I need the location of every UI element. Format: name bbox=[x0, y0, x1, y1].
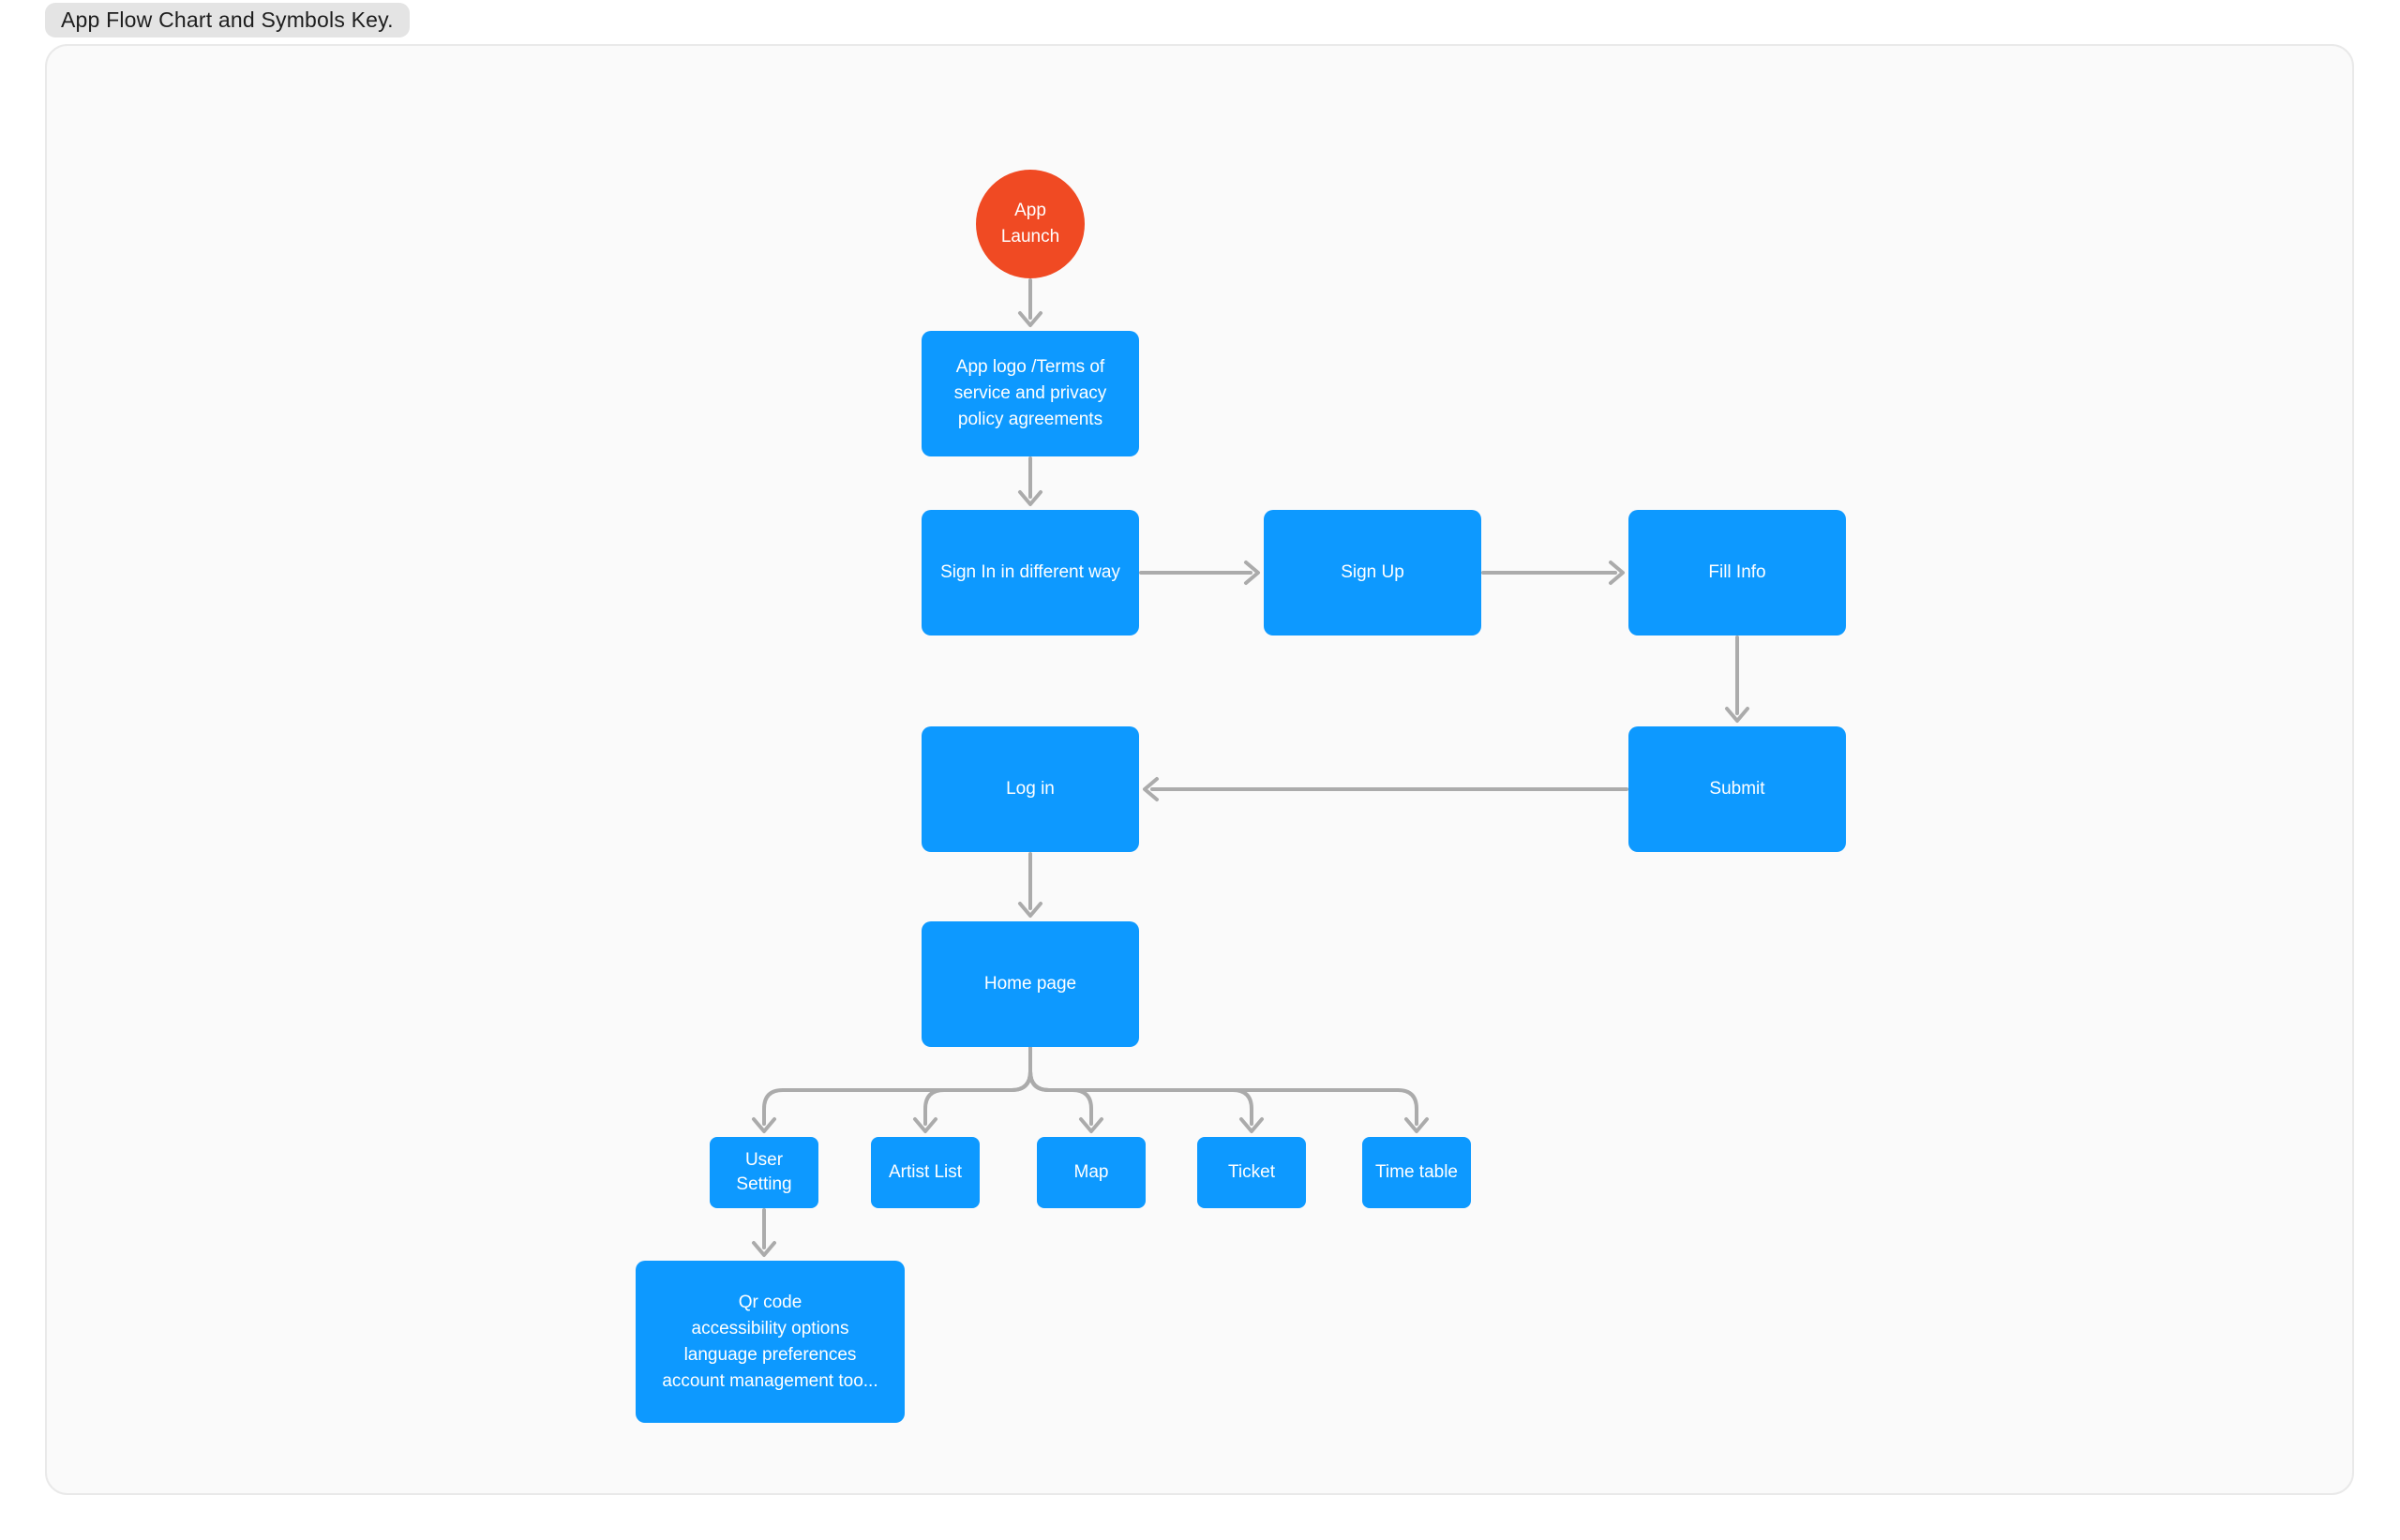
node-label: Home page bbox=[983, 974, 1077, 994]
connector-line bbox=[1028, 1045, 1253, 1126]
connector-arrowhead-icon bbox=[752, 1241, 776, 1257]
connector-signup-to-fillinfo[interactable] bbox=[1481, 561, 1625, 585]
connector-submit-to-login[interactable] bbox=[1143, 777, 1628, 801]
connector-arrowhead-icon bbox=[1079, 1117, 1103, 1133]
connector-usersetting-to-qr[interactable] bbox=[752, 1208, 776, 1257]
node-label: Fill Info bbox=[1708, 562, 1766, 582]
connector-arrowhead-icon bbox=[1018, 490, 1042, 506]
connector-launch-to-logo[interactable] bbox=[1018, 278, 1042, 327]
node-label: Time table bbox=[1375, 1162, 1458, 1182]
connector-signin-to-signup[interactable] bbox=[1139, 561, 1260, 585]
node-ticket[interactable]: Ticket bbox=[1197, 1137, 1306, 1208]
node-label: Sign In in different way bbox=[940, 562, 1120, 582]
connector-arrowhead-icon bbox=[1609, 561, 1625, 585]
connector-arrowhead-icon bbox=[752, 1117, 776, 1133]
connector-login-to-home[interactable] bbox=[1018, 852, 1042, 918]
node-app-logo-terms[interactable]: App logo /Terms of service and privacy p… bbox=[922, 331, 1139, 456]
node-map[interactable]: Map bbox=[1037, 1137, 1146, 1208]
node-log-in[interactable]: Log in bbox=[922, 726, 1139, 852]
connector-line bbox=[923, 1045, 1032, 1126]
connector-arrowhead-icon bbox=[1018, 902, 1042, 918]
node-sign-up[interactable]: Sign Up bbox=[1264, 510, 1481, 635]
node-label: Map bbox=[1073, 1162, 1109, 1182]
node-app-launch[interactable]: App Launch bbox=[976, 170, 1085, 278]
connector-fillinfo-to-submit[interactable] bbox=[1725, 635, 1749, 723]
connector-line bbox=[1028, 1045, 1418, 1126]
connector-home-to-timetable[interactable] bbox=[1028, 1045, 1429, 1133]
connector-arrowhead-icon bbox=[1143, 777, 1159, 801]
connector-home-to-artist-list[interactable] bbox=[913, 1045, 1032, 1133]
node-label: App logo /Terms of service and privacy p… bbox=[953, 357, 1107, 429]
node-label: Ticket bbox=[1228, 1162, 1275, 1182]
node-label: Log in bbox=[1006, 779, 1055, 799]
node-time-table[interactable]: Time table bbox=[1362, 1137, 1471, 1208]
connector-arrowhead-icon bbox=[1018, 311, 1042, 327]
node-home-page[interactable]: Home page bbox=[922, 921, 1139, 1047]
node-artist-list[interactable]: Artist List bbox=[871, 1137, 980, 1208]
node-label: App Launch bbox=[1000, 201, 1060, 247]
node-label: User Setting bbox=[736, 1150, 792, 1194]
connector-arrowhead-icon bbox=[913, 1117, 938, 1133]
node-sign-in-different-way[interactable]: Sign In in different way bbox=[922, 510, 1139, 635]
connector-arrowhead-icon bbox=[1725, 707, 1749, 723]
connector-logo-to-signin[interactable] bbox=[1018, 456, 1042, 506]
node-label: Artist List bbox=[888, 1162, 963, 1182]
connector-line bbox=[762, 1045, 1032, 1126]
connector-arrowhead-icon bbox=[1239, 1117, 1264, 1133]
node-fill-info[interactable]: Fill Info bbox=[1628, 510, 1846, 635]
connector-arrowhead-icon bbox=[1244, 561, 1260, 585]
connector-arrowhead-icon bbox=[1404, 1117, 1429, 1133]
node-label: Submit bbox=[1709, 779, 1765, 799]
node-submit[interactable]: Submit bbox=[1628, 726, 1846, 852]
section-title[interactable]: App Flow Chart and Symbols Key. bbox=[45, 3, 410, 37]
connector-line bbox=[1028, 1045, 1093, 1126]
section-frame[interactable] bbox=[45, 44, 2354, 1495]
node-user-setting[interactable]: User Setting bbox=[710, 1137, 818, 1208]
node-label: Sign Up bbox=[1341, 562, 1404, 582]
